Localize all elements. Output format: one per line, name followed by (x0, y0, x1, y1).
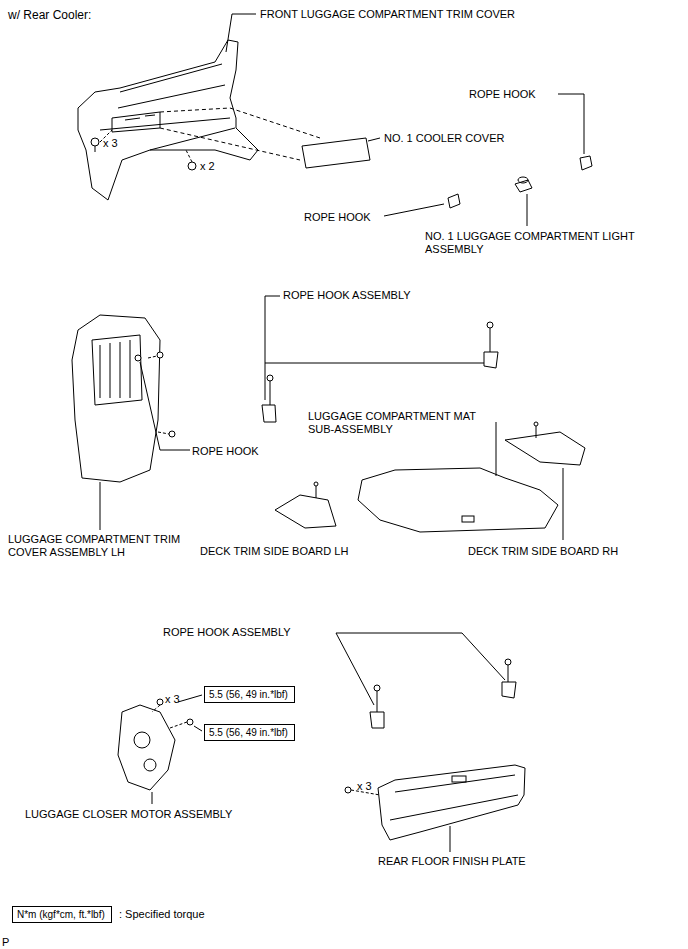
torque-box: 5.5 (56, 49 in.*lbf) (204, 686, 295, 703)
quantity-mark: x 3 (165, 693, 180, 706)
part-label: LUGGAGE CLOSER MOTOR ASSEMBLY (25, 808, 232, 821)
page-mark: P (2, 936, 9, 949)
leader-line (336, 633, 505, 680)
leader-line (527, 194, 528, 226)
node-text: N*m (kgf*cm, ft.*lbf) (17, 909, 105, 920)
leader-line (450, 826, 451, 852)
leader-line (558, 94, 584, 154)
front-trim-cover (78, 40, 258, 200)
part-label: ROPE HOOK (304, 211, 371, 224)
leader-line (100, 482, 101, 530)
leader-line (384, 204, 444, 216)
part-label: ROPE HOOK ASSEMBLY (283, 289, 411, 302)
node-text: 5.5 (56, 49 in.*lbf) (209, 727, 288, 738)
part-label: FRONT LUGGAGE COMPARTMENT TRIM COVER (260, 8, 515, 21)
legend-box: N*m (kgf*cm, ft.*lbf) (12, 906, 112, 923)
leader-line (265, 296, 280, 400)
diagram-title: w/ Rear Cooler: (8, 8, 91, 22)
leader-line (563, 468, 564, 540)
quantity-mark: x 3 (357, 780, 372, 793)
part-label: DECK TRIM SIDE BOARD RH (468, 545, 618, 558)
quantity-mark: x 3 (103, 137, 118, 150)
part-label: NO. 1 LUGGAGE COMPARTMENT LIGHT ASSEMBLY (425, 230, 665, 256)
torque-box: 5.5 (56, 49 in.*lbf) (204, 724, 295, 741)
leader-line (336, 633, 374, 705)
part-label: ROPE HOOK (192, 445, 259, 458)
quantity-mark: x 2 (200, 160, 215, 173)
part-label: LUGGAGE COMPARTMENT MAT SUB-ASSEMBLY (308, 410, 498, 436)
part-label: ROPE HOOK ASSEMBLY (163, 626, 291, 639)
part-label: NO. 1 COOLER COVER (384, 132, 504, 145)
part-label: REAR FLOOR FINISH PLATE (378, 855, 526, 868)
leader-line (368, 138, 380, 141)
legend-note: : Specified torque (119, 908, 205, 921)
part-label: ROPE HOOK (469, 88, 536, 101)
node-text: 5.5 (56, 49 in.*lbf) (209, 689, 288, 700)
part-label: LUGGAGE COMPARTMENT TRIM COVER ASSEMBLY … (8, 533, 208, 559)
leader-line (226, 14, 256, 52)
leader-line (496, 422, 497, 476)
part-label: DECK TRIM SIDE BOARD LH (200, 545, 348, 558)
leader-line (140, 362, 190, 450)
leader-line (152, 792, 153, 804)
